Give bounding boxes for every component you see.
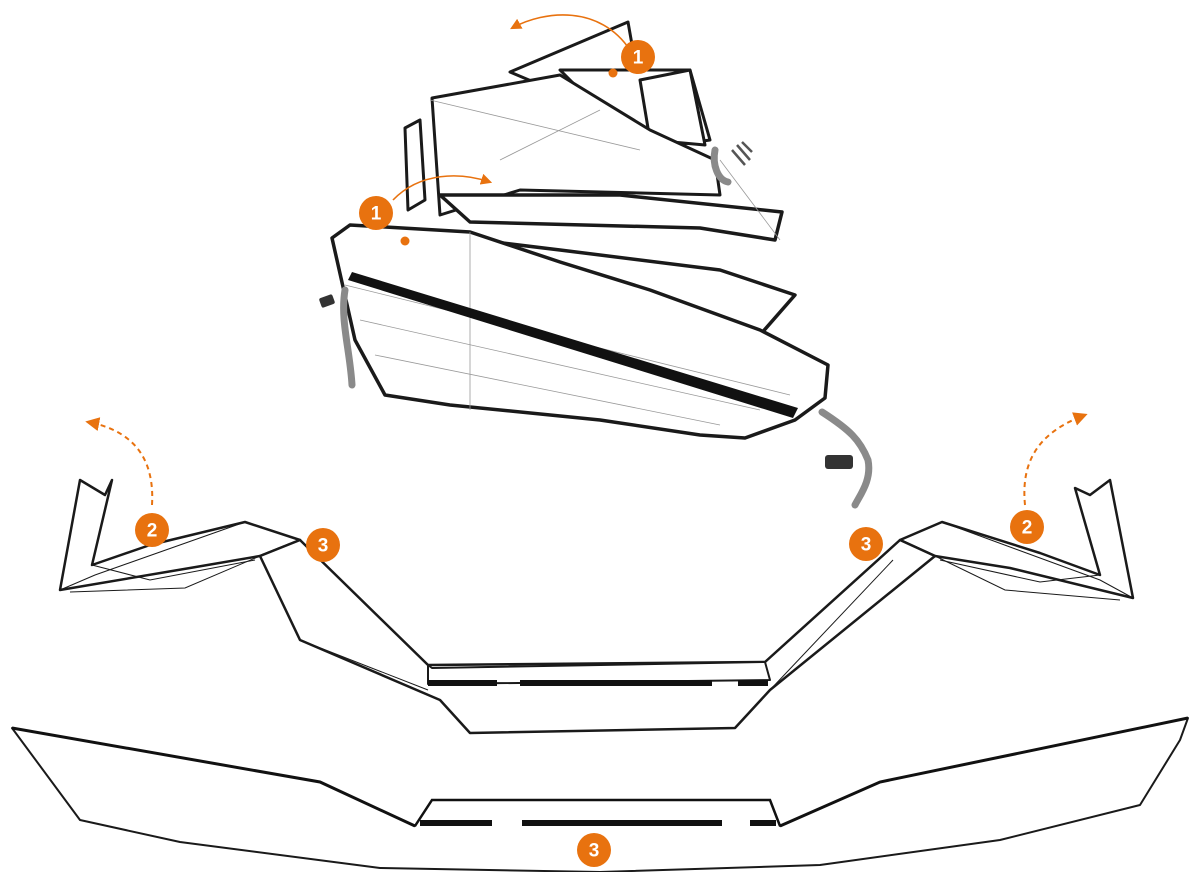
arrow-top-fold [510,14,631,51]
step-badge-3-right-label: 3 [861,535,872,556]
step-badge-3-bottom-label: 3 [589,841,600,862]
step-badge-3-right: 3 [849,527,883,561]
step-badge-3-left-label: 3 [318,536,329,557]
step-badge-1-left-label: 1 [371,204,382,225]
step-badge-3-bottom: 3 [577,833,611,867]
middle-panel [58,478,1135,735]
step-badge-1-top: 1 [621,40,655,74]
step-badge-2-left-label: 2 [147,521,158,542]
fold-point-left [400,236,410,246]
fold-arrows [85,14,1088,506]
fold-point-top [608,68,618,78]
arrow-left-fold [392,173,493,201]
folded-object [319,20,873,509]
step-badge-3-left: 3 [306,528,340,562]
arrow-left-wing-dashed [85,417,154,506]
bottom-panel [11,716,1189,872]
step-badge-1-top-label: 1 [633,48,644,69]
step-badge-2-left: 2 [135,513,169,547]
step-badge-2-right-label: 2 [1022,518,1033,539]
step-badge-1-left: 1 [359,196,393,230]
step-badge-2-right: 2 [1010,510,1044,544]
